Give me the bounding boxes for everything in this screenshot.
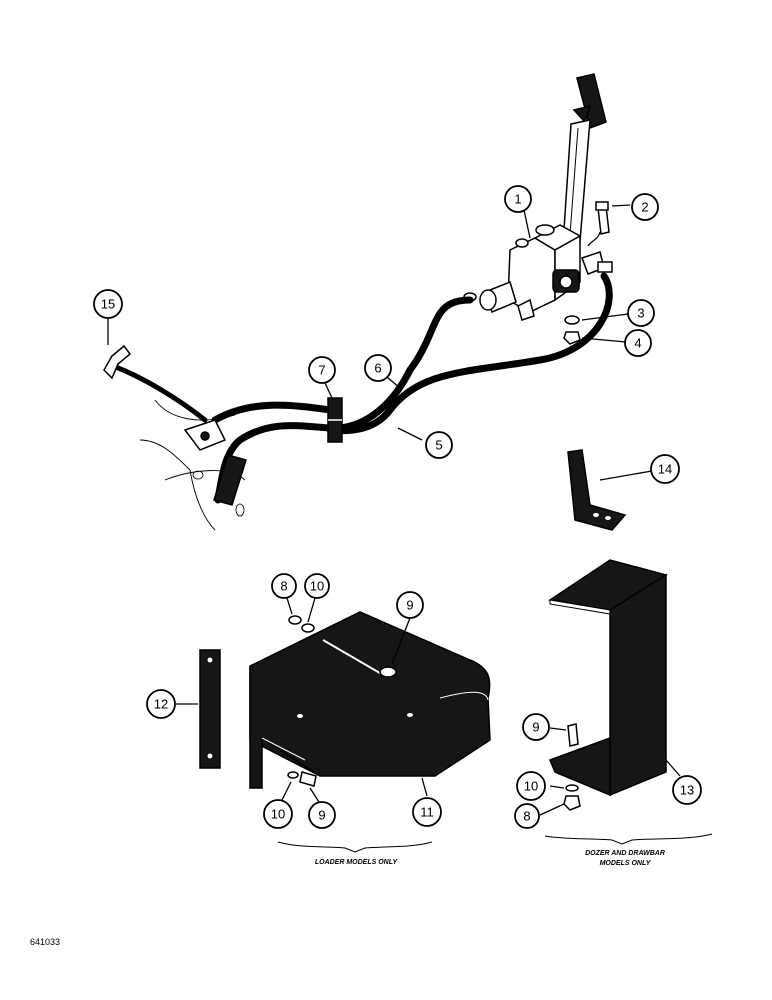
hose-clamp	[327, 397, 343, 443]
callout-13: 13	[672, 775, 702, 805]
callout-9-lower: 9	[308, 801, 336, 829]
svg-text:MODELS ONLY: MODELS ONLY	[600, 860, 652, 867]
figure-code: 641033	[30, 937, 60, 947]
guard-part	[249, 611, 491, 789]
callout-5: 5	[425, 431, 453, 459]
svg-text:LOADER MODELS ONLY: LOADER MODELS ONLY	[315, 859, 399, 866]
svg-text:15: 15	[101, 297, 115, 312]
svg-text:14: 14	[658, 462, 672, 477]
callout-4: 4	[624, 329, 652, 357]
callout-9-right: 9	[522, 713, 550, 741]
callout-3: 3	[627, 299, 655, 327]
hose-6	[107, 272, 613, 435]
callout-11: 11	[412, 797, 442, 827]
elbow-fitting	[103, 344, 132, 380]
svg-text:4: 4	[634, 336, 641, 351]
svg-text:6: 6	[374, 361, 381, 376]
callout-7: 7	[308, 356, 336, 384]
fasteners-right	[563, 723, 581, 811]
svg-text:9: 9	[532, 720, 539, 735]
dozer-models-note: DOZER AND DRAWBAR MODELS ONLY	[544, 833, 713, 867]
svg-text:9: 9	[406, 598, 413, 613]
cover-part	[548, 559, 668, 797]
control-valve-assembly	[463, 73, 613, 321]
callout-8-upper: 8	[271, 573, 297, 599]
svg-text:3: 3	[637, 306, 644, 321]
svg-text:7: 7	[318, 363, 325, 378]
callout-8-lower: 8	[514, 803, 540, 829]
svg-text:10: 10	[524, 779, 538, 794]
svg-text:1: 1	[514, 192, 521, 207]
svg-text:13: 13	[680, 783, 694, 798]
bolt-part	[595, 201, 610, 235]
callout-10-right: 10	[516, 771, 546, 801]
svg-text:2: 2	[641, 200, 648, 215]
bolt-washer-bottom	[287, 771, 317, 787]
callout-10-upper: 10	[304, 573, 330, 599]
hose-5	[214, 296, 474, 504]
callout-12: 12	[146, 689, 176, 719]
loader-models-note: LOADER MODELS ONLY	[277, 841, 433, 866]
svg-text:12: 12	[154, 697, 168, 712]
callout-14: 14	[650, 454, 680, 484]
svg-text:10: 10	[310, 579, 324, 594]
tractor-frame-sketch	[139, 399, 247, 531]
callout-6: 6	[364, 354, 392, 382]
callout-2: 2	[631, 193, 659, 221]
callout-1: 1	[504, 185, 532, 213]
svg-text:9: 9	[318, 808, 325, 823]
svg-text:DOZER AND DRAWBAR: DOZER AND DRAWBAR	[585, 850, 665, 857]
svg-text:8: 8	[523, 809, 530, 824]
strap-part	[199, 649, 221, 769]
callout-15: 15	[93, 289, 123, 319]
svg-text:11: 11	[420, 805, 434, 820]
leader-lines	[107, 204, 681, 816]
svg-text:8: 8	[280, 579, 287, 594]
nut-washer-top	[288, 615, 315, 633]
bracket-part	[567, 449, 627, 531]
svg-text:10: 10	[271, 807, 285, 822]
callout-9-upper: 9	[396, 591, 424, 619]
svg-text:5: 5	[435, 438, 442, 453]
washer-nut-parts	[563, 315, 581, 345]
callout-10-lower: 10	[263, 799, 293, 829]
